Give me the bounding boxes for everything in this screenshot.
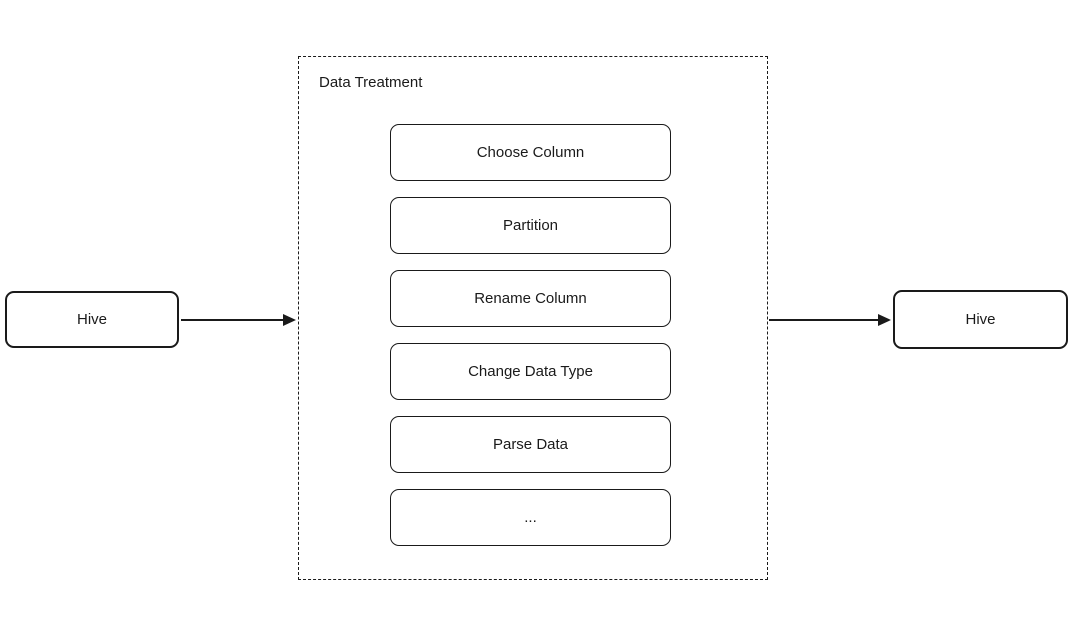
step-ellipsis: ... xyxy=(390,489,671,546)
node-hive-source: Hive xyxy=(5,291,179,348)
step-partition-label: Partition xyxy=(502,217,559,234)
arrowhead-right-icon xyxy=(878,314,891,326)
node-hive-source-label: Hive xyxy=(76,311,107,328)
data-treatment-container: Data Treatment Choose Column Partition R… xyxy=(298,56,768,580)
step-change-data-type: Change Data Type xyxy=(390,343,671,400)
data-treatment-steps: Choose Column Partition Rename Column Ch… xyxy=(390,124,671,546)
arrowhead-right-icon xyxy=(283,314,296,326)
step-parse-data: Parse Data xyxy=(390,416,671,473)
connector-treatment-to-target-line xyxy=(769,319,879,321)
step-rename-column-label: Rename Column xyxy=(474,290,587,307)
node-hive-target: Hive xyxy=(893,290,1068,349)
step-ellipsis-label: ... xyxy=(524,509,537,526)
step-parse-data-label: Parse Data xyxy=(492,436,569,453)
step-rename-column: Rename Column xyxy=(390,270,671,327)
step-choose-column-label: Choose Column xyxy=(476,144,585,161)
node-hive-target-label: Hive xyxy=(965,311,996,328)
step-change-data-type-label: Change Data Type xyxy=(468,363,593,380)
connector-source-to-treatment-line xyxy=(181,319,284,321)
step-choose-column: Choose Column xyxy=(390,124,671,181)
data-treatment-title: Data Treatment xyxy=(319,74,423,91)
step-partition: Partition xyxy=(390,197,671,254)
